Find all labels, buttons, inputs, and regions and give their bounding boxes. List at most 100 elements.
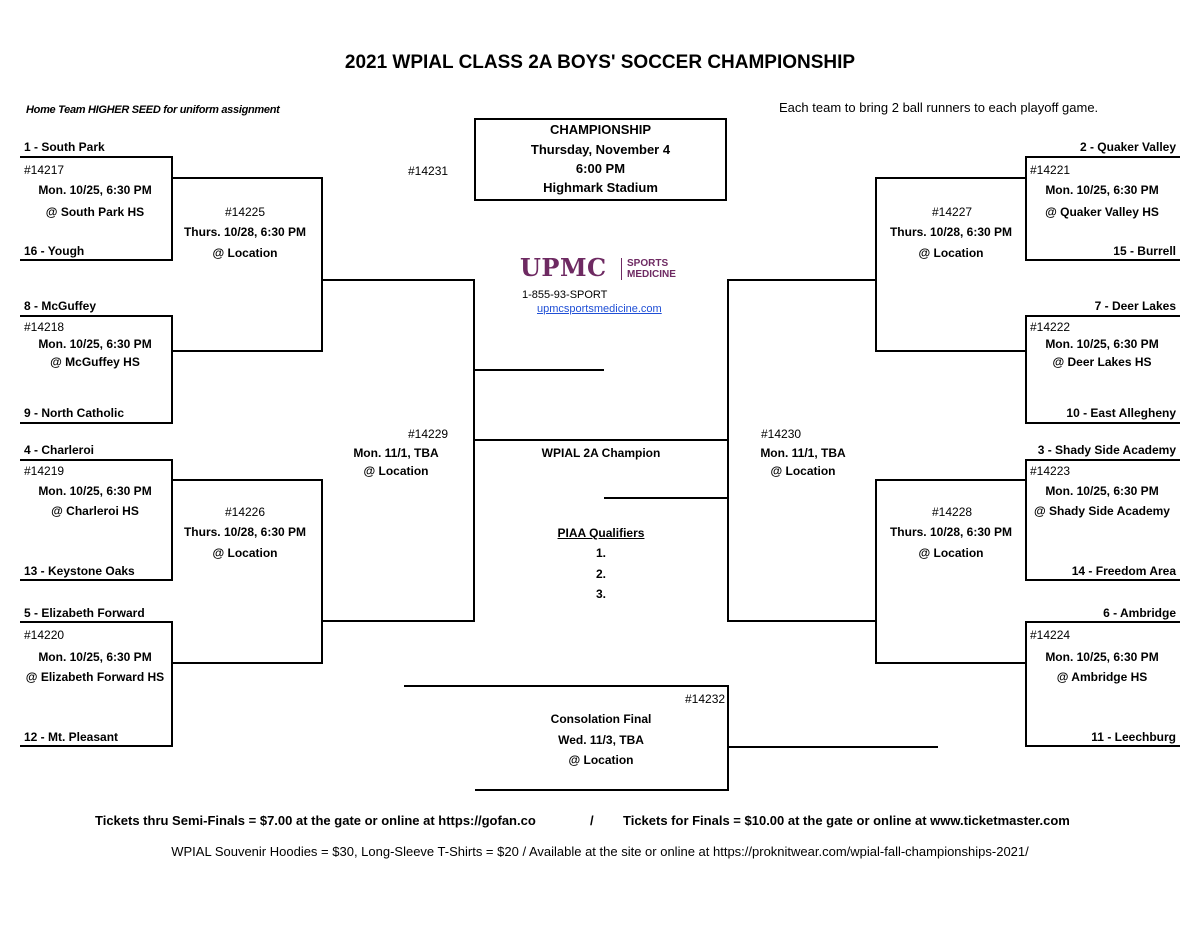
left-seed-top: 1 - South Park bbox=[24, 140, 105, 154]
right-seed-bottom: 15 - Burrell bbox=[1113, 244, 1176, 258]
bracket-line bbox=[171, 662, 323, 664]
left-qf-date: Thurs. 10/28, 6:30 PM bbox=[183, 525, 307, 539]
left-game-location: @ South Park HS bbox=[45, 205, 145, 219]
left-game-location: @ McGuffey HS bbox=[50, 355, 140, 369]
left-seed-bottom: 12 - Mt. Pleasant bbox=[24, 730, 119, 744]
bracket-line bbox=[1025, 579, 1180, 581]
bracket-line bbox=[473, 279, 475, 622]
bracket-line bbox=[875, 350, 1027, 352]
right-seed-bottom: 11 - Leechburg bbox=[1091, 730, 1176, 744]
piaa-item: 1. bbox=[595, 546, 606, 560]
bracket-line bbox=[321, 479, 323, 664]
left-game-date: Mon. 10/25, 6:30 PM bbox=[38, 650, 152, 664]
left-qf-location: @ Location bbox=[212, 546, 278, 560]
championship-venue: Highmark Stadium bbox=[543, 180, 658, 195]
page-title: 2021 WPIAL CLASS 2A BOYS' SOCCER CHAMPIO… bbox=[344, 52, 856, 73]
bracket-line bbox=[20, 579, 173, 581]
bracket-line bbox=[1025, 259, 1180, 261]
right-seed-top: 3 - Shady Side Academy bbox=[1037, 443, 1176, 457]
bracket-line bbox=[20, 315, 173, 317]
logo-divider bbox=[621, 258, 622, 280]
consolation-title: Consolation Final bbox=[550, 712, 652, 726]
bracket-line bbox=[1025, 459, 1027, 581]
championship-heading: CHAMPIONSHIP bbox=[549, 122, 652, 137]
home-team-note: Home Team HIGHER SEED for uniform assign… bbox=[26, 104, 280, 116]
championship-time: 6:00 PM bbox=[575, 161, 626, 176]
bracket-line bbox=[171, 315, 173, 424]
right-game-location: @ Quaker Valley HS bbox=[1045, 205, 1159, 219]
left-seed-top: 8 - McGuffey bbox=[24, 299, 97, 313]
left-game-number: #14218 bbox=[24, 320, 65, 334]
right-qf-location: @ Location bbox=[918, 546, 984, 560]
right-game-location: @ Deer Lakes HS bbox=[1052, 355, 1152, 369]
right-qf-game-number: #14227 bbox=[932, 205, 973, 219]
right-game-date: Mon. 10/25, 6:30 PM bbox=[1045, 337, 1159, 351]
bracket-line bbox=[1025, 422, 1180, 424]
left-game-number: #14219 bbox=[24, 464, 65, 478]
bracket-line bbox=[727, 746, 938, 748]
logo-medicine: MEDICINE bbox=[627, 269, 676, 280]
left-game-number: #14220 bbox=[24, 628, 65, 642]
right-qf-date: Thurs. 10/28, 6:30 PM bbox=[889, 525, 1013, 539]
left-game-location: @ Charleroi HS bbox=[51, 504, 139, 518]
consolation-game-number: #14232 bbox=[685, 692, 726, 706]
bracket-line bbox=[171, 479, 323, 481]
bracket-line bbox=[20, 422, 173, 424]
bracket-line bbox=[1025, 315, 1027, 424]
left-seed-top: 5 - Elizabeth Forward bbox=[24, 606, 145, 620]
bracket-line bbox=[1025, 459, 1180, 461]
right-game-location: @ Ambridge HS bbox=[1056, 670, 1148, 684]
ball-runner-note: Each team to bring 2 ball runners to eac… bbox=[779, 100, 1099, 115]
right-seed-top: 7 - Deer Lakes bbox=[1094, 299, 1176, 313]
bracket-line bbox=[875, 177, 1027, 179]
left-sf-location: @ Location bbox=[363, 464, 429, 478]
sponsor-link[interactable]: upmcsportsmedicine.com bbox=[537, 303, 662, 315]
left-qf-game-number: #14226 bbox=[224, 505, 266, 519]
right-game-number: #14222 bbox=[1030, 320, 1071, 334]
bracket-line bbox=[875, 479, 877, 664]
champion-line bbox=[473, 439, 729, 441]
right-game-date: Mon. 10/25, 6:30 PM bbox=[1045, 183, 1159, 197]
bracket-line bbox=[20, 156, 173, 158]
left-sf-date: Mon. 11/1, TBA bbox=[353, 446, 439, 460]
right-qf-date: Thurs. 10/28, 6:30 PM bbox=[889, 225, 1013, 239]
right-game-location: @ Shady Side Academy bbox=[1034, 504, 1170, 518]
right-qf-location: @ Location bbox=[918, 246, 984, 260]
left-seed-bottom: 9 - North Catholic bbox=[24, 406, 125, 420]
left-sf-game-number: #14229 bbox=[408, 427, 449, 441]
right-game-number: #14221 bbox=[1030, 163, 1071, 177]
bracket-line bbox=[20, 621, 173, 623]
bracket-line bbox=[875, 662, 1027, 664]
right-sf-date: Mon. 11/1, TBA bbox=[760, 446, 846, 460]
bracket-line bbox=[473, 369, 604, 371]
right-seed-top: 2 - Quaker Valley bbox=[1079, 140, 1176, 154]
left-game-number: #14217 bbox=[24, 163, 65, 177]
bracket-line bbox=[727, 685, 729, 791]
right-game-number: #14224 bbox=[1030, 628, 1071, 642]
champion-label: WPIAL 2A Champion bbox=[541, 446, 661, 460]
left-game-date: Mon. 10/25, 6:30 PM bbox=[38, 183, 152, 197]
tickets-separator: / bbox=[590, 813, 594, 828]
bracket-line bbox=[604, 497, 729, 499]
bracket-line bbox=[20, 745, 173, 747]
bracket-line bbox=[20, 259, 173, 261]
upmc-logo: UPMC bbox=[520, 253, 607, 282]
bracket-line bbox=[875, 177, 877, 352]
bracket-line bbox=[171, 459, 173, 581]
left-seed-bottom: 16 - Yough bbox=[24, 244, 85, 258]
championship-date: Thursday, November 4 bbox=[530, 142, 671, 157]
left-qf-date: Thurs. 10/28, 6:30 PM bbox=[183, 225, 307, 239]
bracket-line bbox=[875, 479, 1027, 481]
tickets-finals: Tickets for Finals = $10.00 at the gate … bbox=[623, 813, 1070, 828]
bracket-line bbox=[171, 177, 323, 179]
right-sf-game-number: #14230 bbox=[761, 427, 802, 441]
bracket-line bbox=[171, 621, 173, 747]
logo-sports: SPORTS bbox=[627, 258, 669, 269]
bracket-line bbox=[1025, 745, 1180, 747]
bracket-line bbox=[727, 620, 877, 622]
bracket-line bbox=[321, 177, 323, 352]
consolation-date: Wed. 11/3, TBA bbox=[558, 733, 644, 747]
piaa-item: 3. bbox=[595, 587, 606, 601]
bracket-line bbox=[727, 279, 729, 622]
bracket-line bbox=[1025, 621, 1180, 623]
